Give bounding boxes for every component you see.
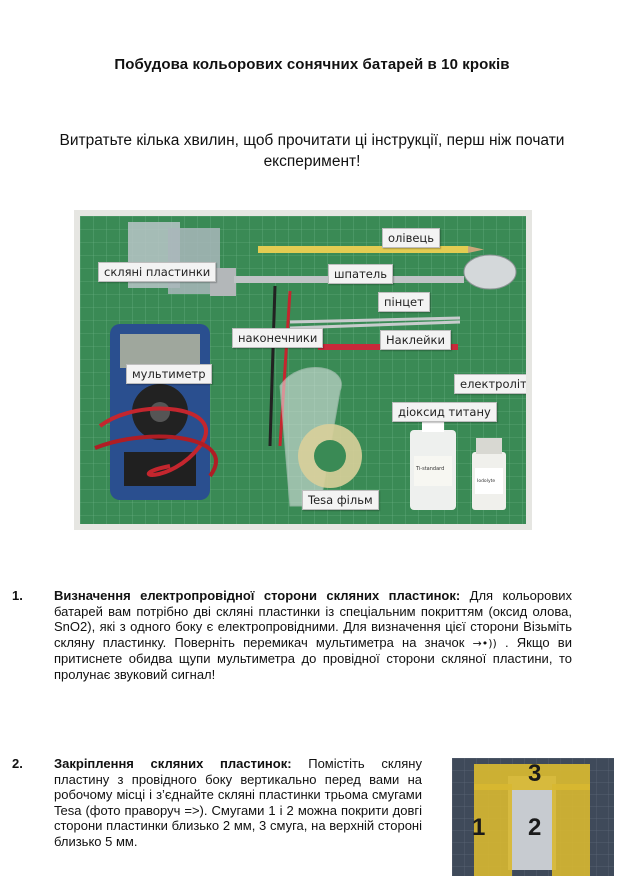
continuity-buzzer-icon: →•)) xyxy=(472,636,497,650)
step-text: Помістіть скляну пластину з провідного б… xyxy=(54,756,422,849)
probe-tip xyxy=(268,285,277,447)
step-heading: Закріплення скляних пластинок: xyxy=(54,756,292,771)
page-title: Побудова кольорових сонячних батарей в 1… xyxy=(114,56,510,73)
step-heading: Визначення електропровідної сторони скля… xyxy=(54,588,461,603)
probe-tip xyxy=(278,290,292,447)
step-number: 2. xyxy=(12,756,23,771)
step-number: 1. xyxy=(12,588,23,603)
label-multimeter: мультиметр xyxy=(126,364,212,384)
spoon xyxy=(463,254,517,290)
step-2: 2. Закріплення скляних пластинок: Поміст… xyxy=(12,756,572,876)
tape-number-2: 2 xyxy=(528,814,542,841)
label-tesa-film: Tesa фільм xyxy=(302,490,379,510)
step-1: 1. Визначення електропровідної сторони с… xyxy=(12,588,572,708)
step-text: . Якщо ви притиснете обидва щупи мультим… xyxy=(54,634,572,682)
tweezers xyxy=(289,316,461,324)
tape-drawing xyxy=(452,758,614,876)
pencil xyxy=(258,246,468,253)
tape-strip-1 xyxy=(474,784,512,876)
label-titanium-dioxide: діоксид титану xyxy=(392,402,497,422)
label-electrolyte: електроліт xyxy=(454,374,526,394)
tape-number-1: 1 xyxy=(472,814,486,841)
label-pencil: олівець xyxy=(382,228,441,248)
tape-photo: 1 3 2 xyxy=(452,758,614,876)
tape-strip-2 xyxy=(552,784,590,876)
label-probe-tips: наконечники xyxy=(232,328,324,348)
equipment-photo: Ti-standard Iodolyte скляні пластинки ол… xyxy=(74,210,532,530)
label-glass-plates: скляні пластинки xyxy=(98,262,217,282)
step-text: Для кольорових батарей вам потрібно дві … xyxy=(54,588,572,650)
bottle-label: Ti-standard xyxy=(415,466,444,472)
tape-number-3: 3 xyxy=(528,760,542,787)
probe-cable xyxy=(98,406,208,477)
step-body: Визначення електропровідної сторони скля… xyxy=(54,588,572,682)
bottle-label: Iodolyte xyxy=(477,478,495,484)
label-spatula: шпатель xyxy=(328,264,393,284)
step-body: Закріплення скляних пластинок: Помістіть… xyxy=(54,756,422,849)
glass-plate xyxy=(508,776,556,870)
label-tweezers: пінцет xyxy=(378,292,430,312)
label-stickers: Наклейки xyxy=(380,330,451,350)
page-subtitle: Витратьте кілька хвилин, щоб прочитати ц… xyxy=(59,132,565,170)
